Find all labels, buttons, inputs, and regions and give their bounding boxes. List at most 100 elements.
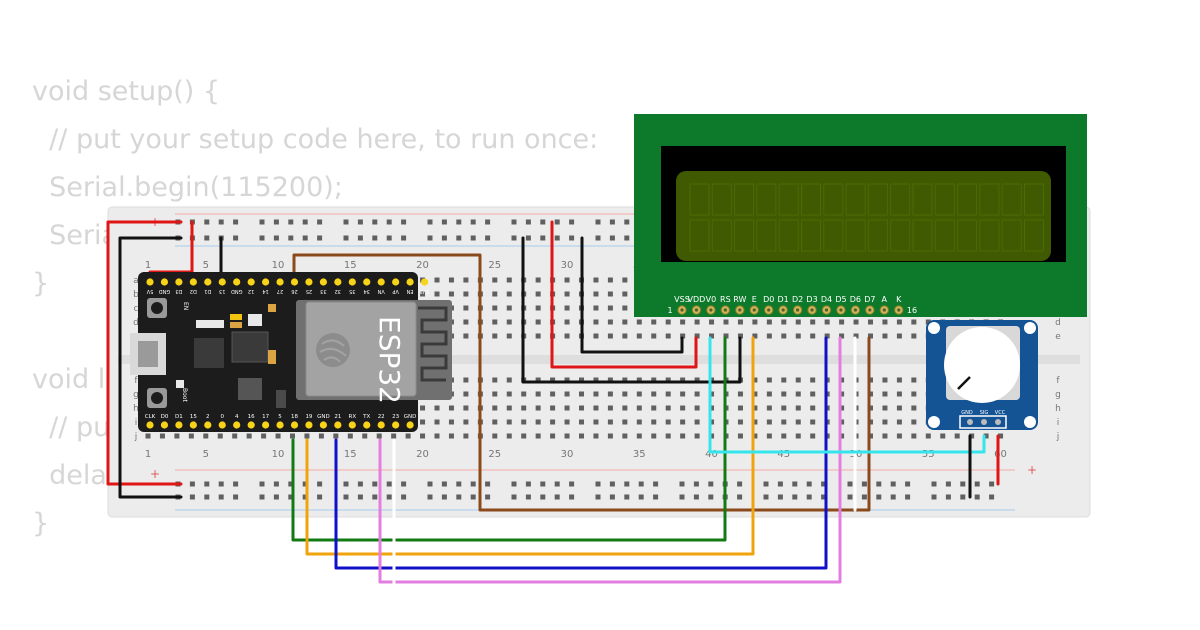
rail-hole[interactable] [806,481,812,487]
breadboard-hole[interactable] [622,333,628,339]
breadboard-hole[interactable] [521,419,527,425]
rail-hole[interactable] [708,481,714,487]
rail-hole[interactable] [441,235,447,241]
breadboard-hole[interactable] [752,419,758,425]
breadboard-hole[interactable] [463,319,469,325]
rail-hole[interactable] [470,235,476,241]
esp32-pin[interactable] [392,278,400,286]
rail-hole[interactable] [554,494,560,500]
rail-hole[interactable] [624,219,630,225]
rail-hole[interactable] [357,481,363,487]
esp32-pin[interactable] [233,421,241,429]
rail-hole[interactable] [540,481,546,487]
rail-hole[interactable] [343,235,349,241]
pot-pin-vcc[interactable] [995,419,1001,425]
rail-hole[interactable] [273,235,279,241]
breadboard-hole[interactable] [795,405,801,411]
breadboard-hole[interactable] [998,433,1004,439]
rail-hole[interactable] [653,481,659,487]
breadboard-hole[interactable] [535,305,541,311]
rail-hole[interactable] [821,481,827,487]
rail-hole[interactable] [960,494,966,500]
breadboard-hole[interactable] [651,405,657,411]
breadboard-hole[interactable] [492,277,498,283]
wire-red-lcd-vdd[interactable] [550,220,698,369]
rail-hole[interactable] [595,481,601,487]
breadboard-hole[interactable] [232,433,238,439]
breadboard-hole[interactable] [651,319,657,325]
rail-hole[interactable] [357,494,363,500]
esp32-pin[interactable] [363,421,371,429]
rail-hole[interactable] [427,494,433,500]
rail-hole[interactable] [974,481,980,487]
breadboard-hole[interactable] [434,291,440,297]
breadboard-hole[interactable] [795,419,801,425]
rail-hole[interactable] [569,219,575,225]
breadboard-hole[interactable] [665,433,671,439]
breadboard-hole[interactable] [766,405,772,411]
breadboard-hole[interactable] [781,391,787,397]
breadboard-hole[interactable] [810,377,816,383]
breadboard-hole[interactable] [607,277,613,283]
rail-hole[interactable] [609,481,615,487]
breadboard-hole[interactable] [723,319,729,325]
pot-pin-gnd[interactable] [967,419,973,425]
breadboard-hole[interactable] [506,319,512,325]
breadboard-hole[interactable] [593,333,599,339]
rail-hole[interactable] [302,481,308,487]
breadboard-hole[interactable] [145,433,151,439]
breadboard-hole[interactable] [737,433,743,439]
esp32-pin[interactable] [406,421,414,429]
breadboard-hole[interactable] [810,333,816,339]
breadboard-hole[interactable] [709,377,715,383]
rail-hole[interactable] [189,481,195,487]
breadboard-hole[interactable] [868,333,873,339]
rail-hole[interactable] [989,494,995,500]
breadboard-hole[interactable] [347,433,353,439]
breadboard-hole[interactable] [492,319,498,325]
breadboard-hole[interactable] [622,419,628,425]
rail-hole[interactable] [595,235,601,241]
breadboard-hole[interactable] [651,377,657,383]
esp32-pin[interactable] [377,421,385,429]
breadboard-hole[interactable] [550,377,556,383]
rail-hole[interactable] [401,494,407,500]
breadboard-hole[interactable] [391,433,397,439]
breadboard-hole[interactable] [709,419,715,425]
breadboard-hole[interactable] [810,419,816,425]
rail-hole[interactable] [273,494,279,500]
breadboard-hole[interactable] [680,377,686,383]
rail-hole[interactable] [259,235,265,241]
rail-hole[interactable] [233,219,239,225]
esp32-pin[interactable] [233,278,241,286]
breadboard-hole[interactable] [579,405,584,411]
esp32-pin[interactable] [290,421,299,429]
breadboard-hole[interactable] [911,391,917,397]
rail-hole[interactable] [189,494,195,500]
rail-hole[interactable] [569,235,575,241]
rail-hole[interactable] [708,494,714,500]
breadboard-hole[interactable] [622,319,628,325]
breadboard-hole[interactable] [853,319,859,325]
breadboard-hole[interactable] [535,277,541,283]
breadboard-hole[interactable] [709,433,715,439]
esp32-pin[interactable] [175,278,183,286]
breadboard-hole[interactable] [492,391,498,397]
esp32-pin[interactable] [392,421,400,429]
esp32-pin[interactable] [319,421,327,429]
rail-hole[interactable] [372,219,378,225]
breadboard-hole[interactable] [651,391,657,397]
rail-hole[interactable] [441,219,447,225]
breadboard-hole[interactable] [766,419,772,425]
rail-hole[interactable] [777,494,783,500]
rail-hole[interactable] [540,494,546,500]
breadboard-hole[interactable] [535,405,541,411]
rail-hole[interactable] [441,494,447,500]
breadboard-hole[interactable] [781,405,787,411]
breadboard-hole[interactable] [795,433,801,439]
rail-hole[interactable] [511,494,517,500]
breadboard-hole[interactable] [795,391,801,397]
breadboard-hole[interactable] [506,305,512,311]
rail-hole[interactable] [974,494,980,500]
rail-hole[interactable] [737,494,743,500]
